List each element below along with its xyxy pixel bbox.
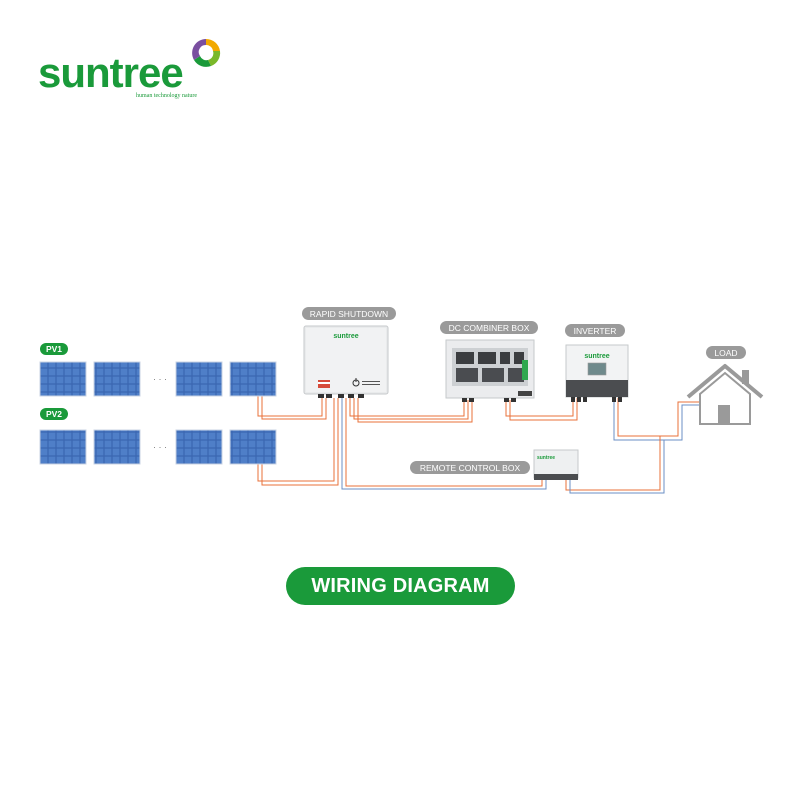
brand-tagline: human technology nature: [136, 93, 197, 99]
remote-brand-text: suntree: [537, 455, 555, 461]
load-label: LOAD: [706, 346, 746, 359]
solar-panel: [39, 429, 87, 465]
pv2-label: PV2: [40, 408, 68, 420]
solar-panel: [39, 361, 87, 397]
pv2-label-text: PV2: [46, 409, 62, 419]
wire-rsd-combiner-3: [357, 398, 473, 423]
remote-control-label-text: REMOTE CONTROL BOX: [420, 463, 521, 473]
inverter-label-text: INVERTER: [574, 326, 617, 336]
brand-wordmark: suntree: [38, 49, 184, 96]
solar-panel: [175, 429, 223, 465]
inverter-device: suntree: [565, 344, 629, 402]
pv1-panels: · · ·: [39, 361, 277, 397]
wires: [257, 396, 700, 494]
solar-panel: [93, 429, 141, 465]
wire-remote-load-2: [569, 440, 665, 494]
pv1-label: PV1: [40, 343, 68, 355]
brand-logo: suntree human technology nature: [38, 36, 238, 106]
wire-pv2-negative: [261, 398, 339, 486]
load-label-text: LOAD: [714, 348, 737, 358]
solar-panel: [175, 361, 223, 397]
dc-combiner-device: [445, 339, 535, 402]
solar-panel: [93, 361, 141, 397]
wire-pv1-negative: [261, 396, 327, 420]
pv2-panels: · · ·: [39, 429, 277, 465]
pv1-ellipsis: · · ·: [153, 374, 167, 384]
house-icon: [686, 364, 764, 425]
rapid-shutdown-label: RAPID SHUTDOWN: [302, 307, 396, 320]
rapid-shutdown-label-text: RAPID SHUTDOWN: [310, 309, 388, 319]
wire-remote-load-1: [565, 436, 661, 491]
dc-combiner-label: DC COMBINER BOX: [440, 321, 538, 334]
wire-inverter-load-1: [613, 398, 700, 441]
wire-combiner-inverter-1: [505, 398, 574, 417]
brand-swirl-icon: [192, 38, 221, 67]
rapid-shutdown-device: suntree: [303, 325, 389, 398]
solar-panel: [229, 361, 277, 397]
inverter-label: INVERTER: [565, 324, 625, 337]
inverter-display: [587, 362, 607, 376]
wire-pv2-positive: [257, 398, 335, 482]
wire-rsd-combiner-2: [353, 398, 469, 420]
wire-rsd-remote-1: [341, 398, 547, 490]
wire-pv1-positive: [257, 396, 323, 417]
remote-control-device: suntree: [533, 449, 579, 480]
wire-inverter-load-2: [617, 398, 700, 437]
wire-rsd-remote-2: [345, 398, 543, 487]
pv2-ellipsis: · · ·: [153, 442, 167, 452]
remote-control-label: REMOTE CONTROL BOX: [410, 461, 530, 474]
dc-combiner-label-text: DC COMBINER BOX: [449, 323, 530, 333]
rsd-brand-text: suntree: [333, 333, 358, 340]
pv1-label-text: PV1: [46, 344, 62, 354]
solar-panel: [229, 429, 277, 465]
wire-rsd-combiner-1: [349, 398, 465, 417]
wire-combiner-inverter-2: [509, 398, 578, 421]
wiring-diagram-title: WIRING DIAGRAM: [286, 567, 515, 605]
inverter-brand-text: suntree: [584, 353, 609, 360]
